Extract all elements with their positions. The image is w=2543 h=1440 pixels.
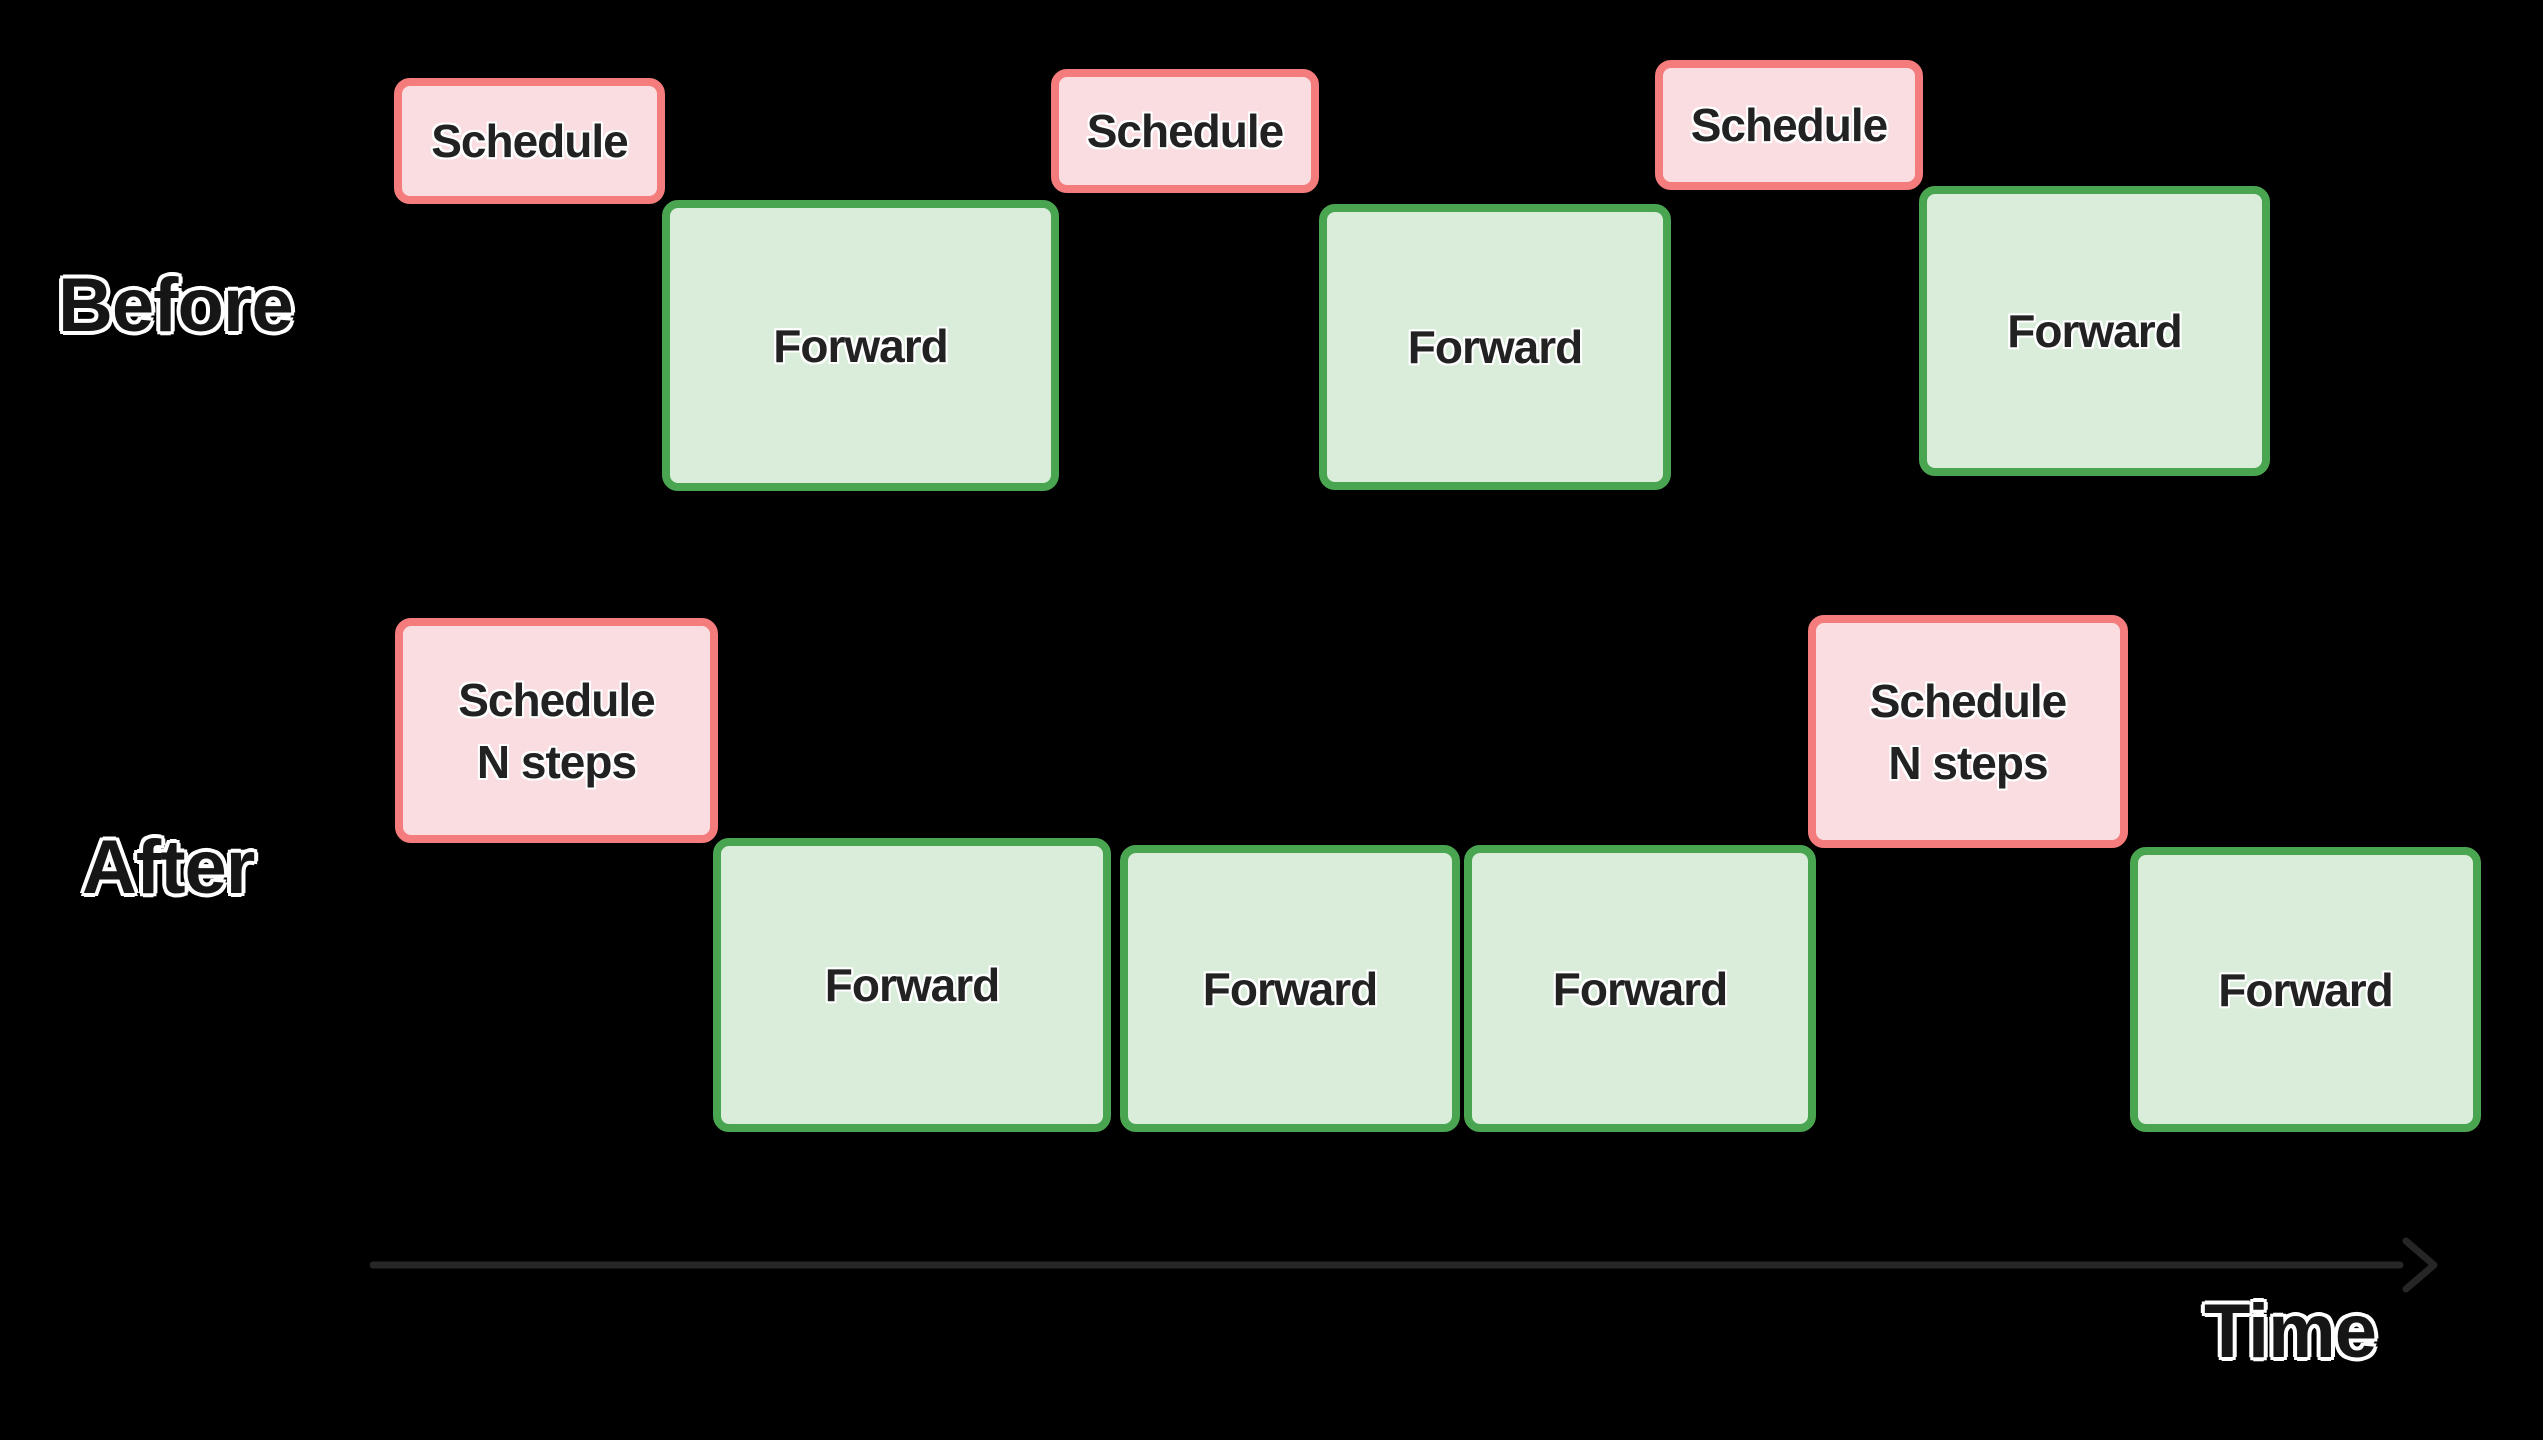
box-label: N steps bbox=[1888, 736, 2048, 789]
row-label-after: After bbox=[82, 825, 255, 910]
box-label: Forward bbox=[773, 319, 948, 372]
box-label: Forward bbox=[824, 959, 1000, 1011]
schedule-n-steps-box: Schedule N steps bbox=[395, 618, 718, 843]
box-label: Forward bbox=[2007, 305, 2182, 357]
forward-box: Forward bbox=[2130, 847, 2481, 1132]
box-label: N steps bbox=[476, 735, 637, 788]
box-label: Schedule bbox=[1869, 674, 2068, 727]
forward-box: Forward bbox=[713, 838, 1111, 1132]
time-label: Time bbox=[2204, 1289, 2377, 1374]
forward-box: Forward bbox=[1919, 186, 2270, 476]
schedule-box: Schedule bbox=[1051, 69, 1319, 193]
box-label: Schedule bbox=[431, 115, 629, 167]
forward-box: Forward bbox=[1120, 845, 1460, 1132]
schedule-n-steps-box: Schedule N steps bbox=[1808, 615, 2128, 848]
forward-box: Forward bbox=[662, 200, 1059, 491]
forward-box: Forward bbox=[1319, 204, 1671, 490]
box-label: Forward bbox=[1202, 962, 1378, 1015]
box-label: Forward bbox=[2218, 963, 2393, 1016]
box-label: Forward bbox=[1407, 321, 1583, 373]
box-label: Forward bbox=[1552, 962, 1728, 1015]
schedule-box: Schedule bbox=[394, 78, 665, 204]
schedule-box: Schedule bbox=[1655, 60, 1923, 190]
box-label: Schedule bbox=[1086, 105, 1285, 157]
row-label-before: Before bbox=[58, 263, 294, 348]
box-label: Schedule bbox=[458, 673, 656, 726]
forward-box: Forward bbox=[1464, 845, 1816, 1132]
box-label: Schedule bbox=[1690, 99, 1889, 151]
time-axis-arrow-icon bbox=[370, 1237, 2438, 1293]
